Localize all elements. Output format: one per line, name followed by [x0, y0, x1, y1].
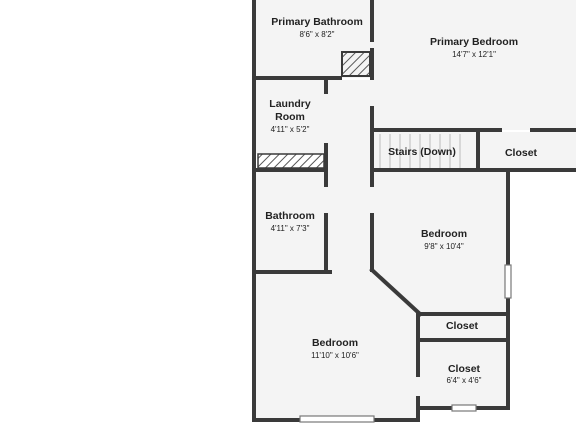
closet-middle-floor: [418, 314, 508, 340]
closet-bottom-dims: 6'4" x 4'6": [447, 376, 482, 385]
closet-bottom-name: Closet: [448, 363, 481, 375]
stairs-floor: [374, 132, 478, 170]
room-labels: Primary Bathroom 8'6" x 8'2" Primary Bed…: [265, 16, 537, 385]
hallway-floor: [326, 80, 374, 274]
primary-bedroom-floor: [374, 0, 576, 130]
bathroom-floor: [256, 170, 326, 270]
bedroom-bottom-floor: [256, 274, 418, 418]
bedroom-bottom-name: Bedroom: [312, 337, 358, 349]
laundry-name-line2: Room: [275, 111, 305, 123]
stairs-name: Stairs (Down): [388, 146, 456, 158]
closet-upper-right-floor: [478, 132, 576, 170]
bedroom-right-name: Bedroom: [421, 228, 467, 240]
windows: [299, 264, 512, 423]
primary-bedroom-dims: 14'7" x 12'1": [452, 50, 496, 59]
hatched-block-lower: [257, 153, 325, 169]
laundry-dims: 4'11" x 5'2": [271, 125, 310, 134]
closet-bottom-floor: [418, 342, 508, 408]
primary-bathroom-name: Primary Bathroom: [271, 16, 363, 28]
laundry-name-line1: Laundry: [269, 98, 311, 110]
primary-bedroom-name: Primary Bedroom: [430, 36, 518, 48]
laundry-floor: [256, 80, 326, 154]
closet-middle-name: Closet: [446, 320, 479, 332]
stair-treads: [379, 134, 461, 168]
bedroom-bottom-dims: 11'10" x 10'6": [311, 351, 359, 360]
bathroom-name: Bathroom: [265, 210, 315, 222]
hatched-block-upper: [341, 51, 371, 77]
walls: [252, 0, 576, 422]
bedroom-right-dims: 9'8" x 10'4": [424, 242, 464, 251]
primary-bathroom-dims: 8'6" x 8'2": [300, 30, 335, 39]
closet-upper-right-name: Closet: [505, 147, 538, 159]
bathroom-dims: 4'11" x 7'3": [271, 224, 310, 233]
